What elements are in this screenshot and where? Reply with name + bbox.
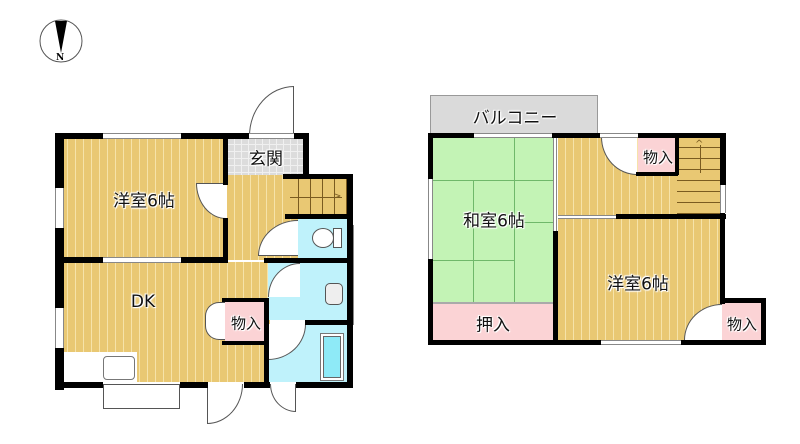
room-western-1 [60, 137, 225, 259]
stair-arrow-icon: > [333, 191, 342, 202]
label-dk: DK [130, 292, 156, 312]
label-storage-1: 物入 [230, 314, 262, 333]
tatami-line [514, 222, 554, 223]
compass-label: N [56, 53, 65, 63]
wall [223, 218, 228, 260]
door-swing-storage-1[interactable] [205, 302, 225, 340]
window[interactable] [55, 308, 64, 348]
wall [305, 320, 353, 325]
wall [553, 231, 558, 343]
wall [428, 133, 474, 138]
wall [283, 174, 353, 179]
tatami-line [514, 137, 515, 304]
outdoor-step [103, 384, 180, 409]
stairs-1f [287, 176, 347, 216]
washbasin-icon [325, 283, 343, 305]
toilet-icon [312, 228, 334, 248]
wall [55, 257, 103, 263]
wall [285, 214, 351, 219]
room-oshiire [432, 304, 554, 340]
wall [720, 298, 766, 303]
wall [675, 137, 679, 175]
window[interactable] [600, 133, 638, 138]
sink-icon-inner [103, 356, 135, 380]
wall [428, 340, 601, 345]
room-storage-1 [225, 300, 267, 342]
tatami-line [432, 180, 554, 181]
toilet-tank-icon [333, 228, 342, 248]
wall [244, 382, 270, 388]
label-storage-2: 物入 [642, 148, 674, 167]
wall [55, 133, 64, 188]
wall [638, 133, 726, 138]
wall [223, 137, 228, 185]
window[interactable] [553, 138, 557, 231]
label-western-room-1: 洋室6帖 [113, 191, 175, 212]
window[interactable] [103, 133, 181, 139]
label-balcony: バルコニー [472, 108, 558, 129]
wall [264, 258, 353, 263]
wall [720, 213, 725, 304]
door-swing-dk-exterior[interactable] [207, 384, 243, 424]
label-oshiire: 押入 [476, 315, 510, 336]
wall [347, 174, 353, 384]
window[interactable] [474, 133, 552, 138]
wall [303, 133, 309, 178]
stairs-2f [677, 137, 720, 215]
wall [55, 348, 64, 390]
label-western-room-2: 洋室6帖 [607, 274, 669, 295]
stair-arrow-icon: ^ [695, 139, 704, 150]
wall [222, 341, 268, 345]
wall [180, 382, 208, 388]
wall [681, 340, 766, 345]
room-entrance [227, 137, 303, 175]
interior-door[interactable] [558, 215, 616, 219]
wall [636, 172, 678, 176]
room-balcony [430, 95, 598, 135]
room-storage-2 [638, 137, 676, 174]
window[interactable] [249, 133, 294, 139]
interior-sliding-door[interactable] [103, 257, 181, 263]
wall [55, 382, 103, 388]
wall [296, 382, 353, 388]
wall [55, 228, 64, 308]
tatami-line [432, 260, 514, 261]
tatami-line [473, 180, 474, 304]
window[interactable] [720, 185, 726, 213]
window[interactable] [601, 340, 681, 345]
door-swing-entrance[interactable] [249, 86, 294, 136]
wall [616, 214, 726, 219]
wall [55, 133, 103, 139]
wall [181, 257, 228, 263]
wall [428, 133, 433, 179]
bathtub-icon [320, 333, 344, 381]
room-storage-3 [721, 302, 761, 340]
wall [294, 133, 308, 139]
door-swing-bath-exterior[interactable] [270, 384, 296, 412]
label-japanese-room: 和室6帖 [463, 211, 525, 232]
compass: N [38, 18, 84, 64]
window[interactable] [55, 188, 64, 228]
wall [552, 133, 600, 138]
window[interactable] [428, 179, 433, 259]
wall [761, 298, 766, 345]
wall [428, 259, 433, 345]
label-storage-3: 物入 [726, 315, 758, 334]
north-arrow-icon [39, 19, 83, 63]
wall [720, 133, 726, 185]
stair-arrow-line [290, 197, 342, 198]
window[interactable] [353, 225, 354, 325]
label-entrance: 玄関 [249, 149, 283, 170]
oshiire-door[interactable] [432, 302, 554, 304]
kitchen-counter [60, 352, 102, 382]
stair-arrow-line [700, 145, 701, 173]
room-japanese [432, 137, 554, 304]
wall [222, 298, 268, 302]
wall [181, 133, 251, 139]
